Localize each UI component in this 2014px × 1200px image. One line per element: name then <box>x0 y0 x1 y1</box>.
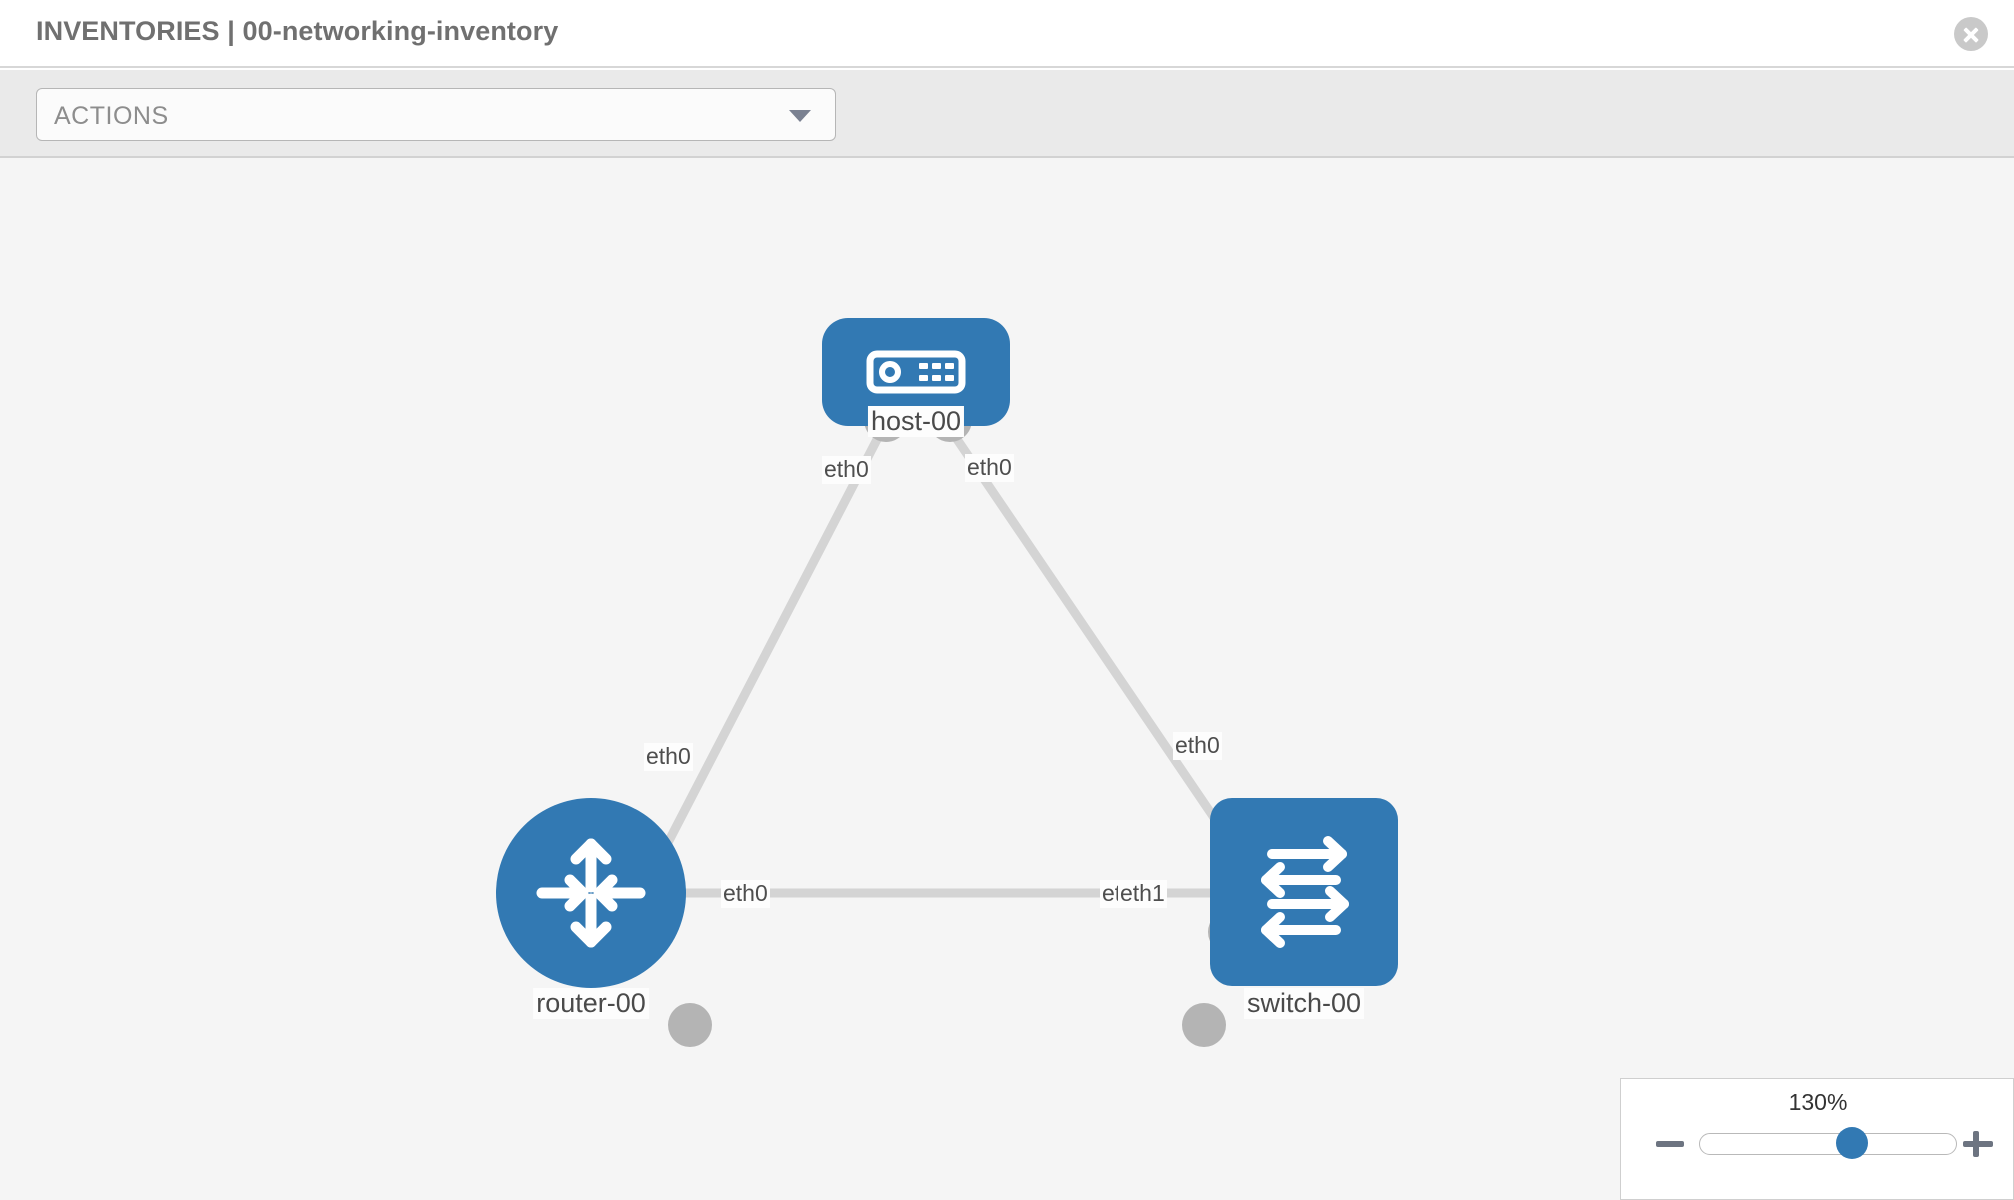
topology-canvas[interactable]: host-00 <box>0 158 2014 1200</box>
link-host-router <box>655 421 889 863</box>
topology-node-router-00[interactable]: router-00 <box>496 798 686 1020</box>
zoom-level-value: 130% <box>1788 1089 1848 1115</box>
zoom-slider-row <box>1621 1123 2014 1167</box>
router-node-label: router-00 <box>533 988 649 1020</box>
zoom-slider[interactable] <box>1699 1127 1957 1159</box>
host-right-iface-label: eth0 <box>965 454 1014 482</box>
toolbar: ACTIONS SEARCH <box>0 70 2014 211</box>
zoom-control-panel: 130% <box>1620 1078 2014 1200</box>
endpoint-router-right[interactable] <box>668 1003 712 1047</box>
router-arrows-icon <box>536 838 646 948</box>
actions-dropdown[interactable]: ACTIONS <box>36 88 836 141</box>
router-right-iface-label: eth0 <box>721 880 770 908</box>
switch-node-shape <box>1210 798 1398 986</box>
router-node-shape <box>496 798 686 988</box>
host-node-label: host-00 <box>867 406 965 438</box>
router-up-iface-label: eth0 <box>644 743 693 771</box>
host-left-iface-label: eth0 <box>822 456 871 484</box>
page-header: INVENTORIES | 00-networking-inventory <box>0 0 2014 68</box>
switch-left-iface-label: eth1 <box>1118 880 1167 908</box>
topology-node-switch-00[interactable]: switch-00 <box>1210 798 1398 1020</box>
topology-links <box>655 421 1243 898</box>
switch-arrows-icon <box>1261 836 1349 948</box>
close-icon[interactable] <box>1954 17 1988 51</box>
page-title: INVENTORIES | 00-networking-inventory <box>36 16 559 46</box>
chevron-down-icon <box>789 110 811 122</box>
topology-node-host-00[interactable]: host-00 <box>822 318 1010 438</box>
switch-up-iface-label: eth0 <box>1173 732 1222 760</box>
actions-dropdown-label: ACTIONS <box>54 102 169 130</box>
link-host-switch <box>943 421 1243 858</box>
endpoint-switch-left[interactable] <box>1182 1003 1226 1047</box>
switch-node-label: switch-00 <box>1243 988 1365 1020</box>
zoom-slider-thumb[interactable] <box>1835 1127 1868 1159</box>
server-icon <box>866 350 966 394</box>
zoom-in-button[interactable] <box>1961 1127 1995 1161</box>
zoom-out-button[interactable] <box>1653 1127 1687 1161</box>
